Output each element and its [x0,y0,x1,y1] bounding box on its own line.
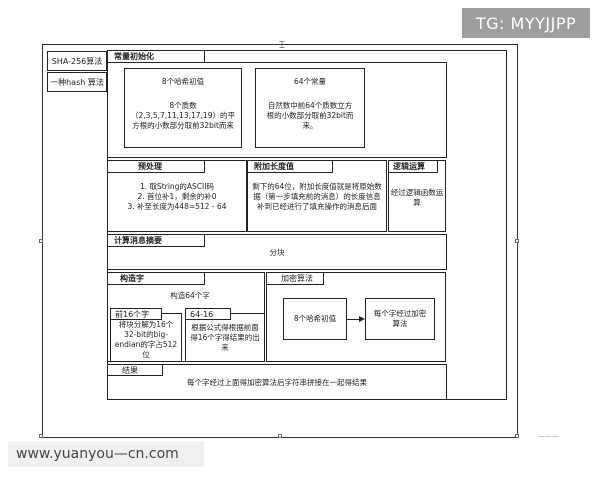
side-label-hash: 一种hash 算法 [47,72,107,92]
header-result: 结果 [107,364,163,376]
box-enc-each-word: 每个字经过加密算法 [365,298,435,340]
preprocess-steps: 1. 取String的ASCII码 2. 首位补1，剩余的补0 3. 补至长度为… [112,182,242,212]
preprocess-step-3: 3. 补至长度为448=512 - 64 [127,202,227,211]
hash-initial-desc: 8个质数（2,3,5,7,11,13,17,19）的平方根的小数部分取前32bi… [131,101,235,130]
watermark-url: www.yuanyou—cn.com [8,441,204,467]
header-append-length: 附加长度值 [247,160,333,173]
hash-initial-title: 8个哈希初值 [161,77,205,86]
constants-title: 64个常量 [293,77,327,86]
resize-handle-right[interactable] [515,239,519,243]
arrow-head-icon [359,316,365,322]
side-label-sha256: SHA-256算法 [47,51,107,71]
watermark-badge: TG: MYYJJPP [462,8,590,38]
box-64-minus-16 [185,313,265,362]
append-length-desc: 剩下的64位，附加长度值就是将原始数据（第一步填充前的消息）的长度信息补到已经进… [252,182,382,211]
64-minus-16-desc: 根据公式得根据前面得16个字得结果的出来 [190,323,260,352]
digest-body: 分块 [269,248,285,257]
corner-mark: ——— [538,432,559,440]
box-64-constants: 64个常量 自然数中前64个质数立方根的小数部分取前32bit而来。 [255,68,365,148]
header-digest: 计算消息摘要 [107,234,205,247]
header-64-minus-16: 64-16 [185,308,231,320]
box-enc-hash-initial: 8个哈希初值 [283,298,347,340]
result-body: 每个字经过上面得加密算法后字符串拼接在一起得结果 [187,378,367,387]
resize-handle-bl[interactable] [39,434,43,438]
resize-handle-left[interactable] [39,239,43,243]
header-construct-words: 构造字 [107,272,205,285]
header-preprocess: 预处理 [107,160,205,173]
section-result [107,364,447,400]
construct-words-desc: 构造64个字 [170,291,210,300]
box-first-16 [110,313,182,362]
resize-handle-br[interactable] [515,434,519,438]
first-16-desc: 将块分解为16个32-bit的big-endian的字占512位 [114,320,178,359]
preprocess-step-1: 1. 取String的ASCII码 [140,182,214,191]
constants-desc: 自然数中前64个质数立方根的小数部分取前32bit而来。 [266,101,354,130]
logic-op-desc: 经过逻辑函数运算 [390,188,444,207]
preprocess-step-2: 2. 首位补1，剩余的补0 [137,192,217,201]
resize-handle-top[interactable]: ⌶ [279,40,285,51]
header-encryption: 加密算法 [266,272,324,285]
header-logic-op: 逻辑运算 [388,160,438,173]
box-hash-initial: 8个哈希初值 8个质数（2,3,5,7,11,13,17,19）的平方根的小数部… [124,68,242,148]
header-first-16: 前16个字 [110,308,162,320]
arrow-line [347,319,361,320]
resize-handle-bottom[interactable] [278,434,282,438]
